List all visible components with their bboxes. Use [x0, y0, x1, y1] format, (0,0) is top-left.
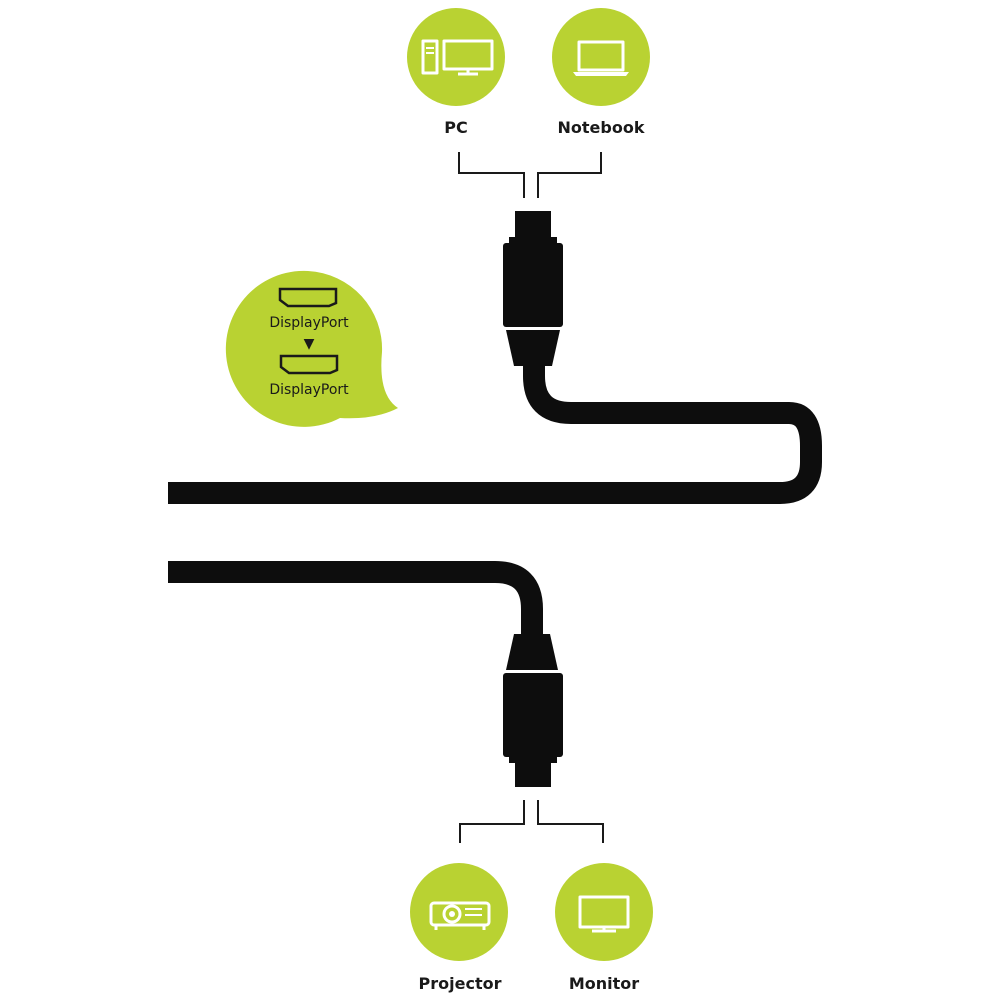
top-connector: [503, 211, 563, 366]
source-notebook: [552, 8, 650, 106]
bottom-bracket-right: [537, 800, 604, 843]
projector-icon: [429, 901, 491, 930]
top-plug-tip: [515, 211, 551, 237]
bottom-plug-body: [503, 673, 563, 757]
source-pc: [407, 8, 505, 106]
top-plug-strain-relief: [506, 330, 560, 366]
bottom-plug-tip: [515, 763, 551, 787]
bubble-from-label: DisplayPort: [269, 315, 349, 331]
top-bracket-left: [458, 152, 525, 198]
bubble-arrow: ▼: [304, 336, 315, 352]
projector-label: Projector: [419, 974, 502, 993]
top-plug-body: [503, 243, 563, 327]
notebook-icon: [573, 40, 629, 76]
monitor-circle: [555, 863, 653, 961]
bottom-bracket-left: [459, 800, 525, 843]
monitor-icon: [578, 895, 630, 933]
notebook-circle: [552, 8, 650, 106]
top-bracket-right: [537, 152, 602, 198]
notebook-label: Notebook: [558, 118, 645, 137]
displayport-icon: [278, 287, 338, 308]
target-projector: [410, 863, 508, 961]
connection-bubble: DisplayPort ▼ DisplayPort: [225, 270, 398, 427]
cable-lower: [168, 561, 543, 634]
target-monitor: [555, 863, 653, 961]
pc-circle: [407, 8, 505, 106]
displayport-icon: [279, 354, 339, 375]
pc-label: PC: [444, 118, 467, 137]
bubble-to-label: DisplayPort: [269, 382, 349, 398]
bottom-plug-strain-relief: [506, 634, 558, 670]
desktop-pc-icon: [421, 39, 494, 76]
monitor-label: Monitor: [569, 974, 639, 993]
cable-upper: [168, 365, 822, 504]
bubble-shape: [225, 270, 398, 427]
bottom-connector: [503, 634, 563, 787]
